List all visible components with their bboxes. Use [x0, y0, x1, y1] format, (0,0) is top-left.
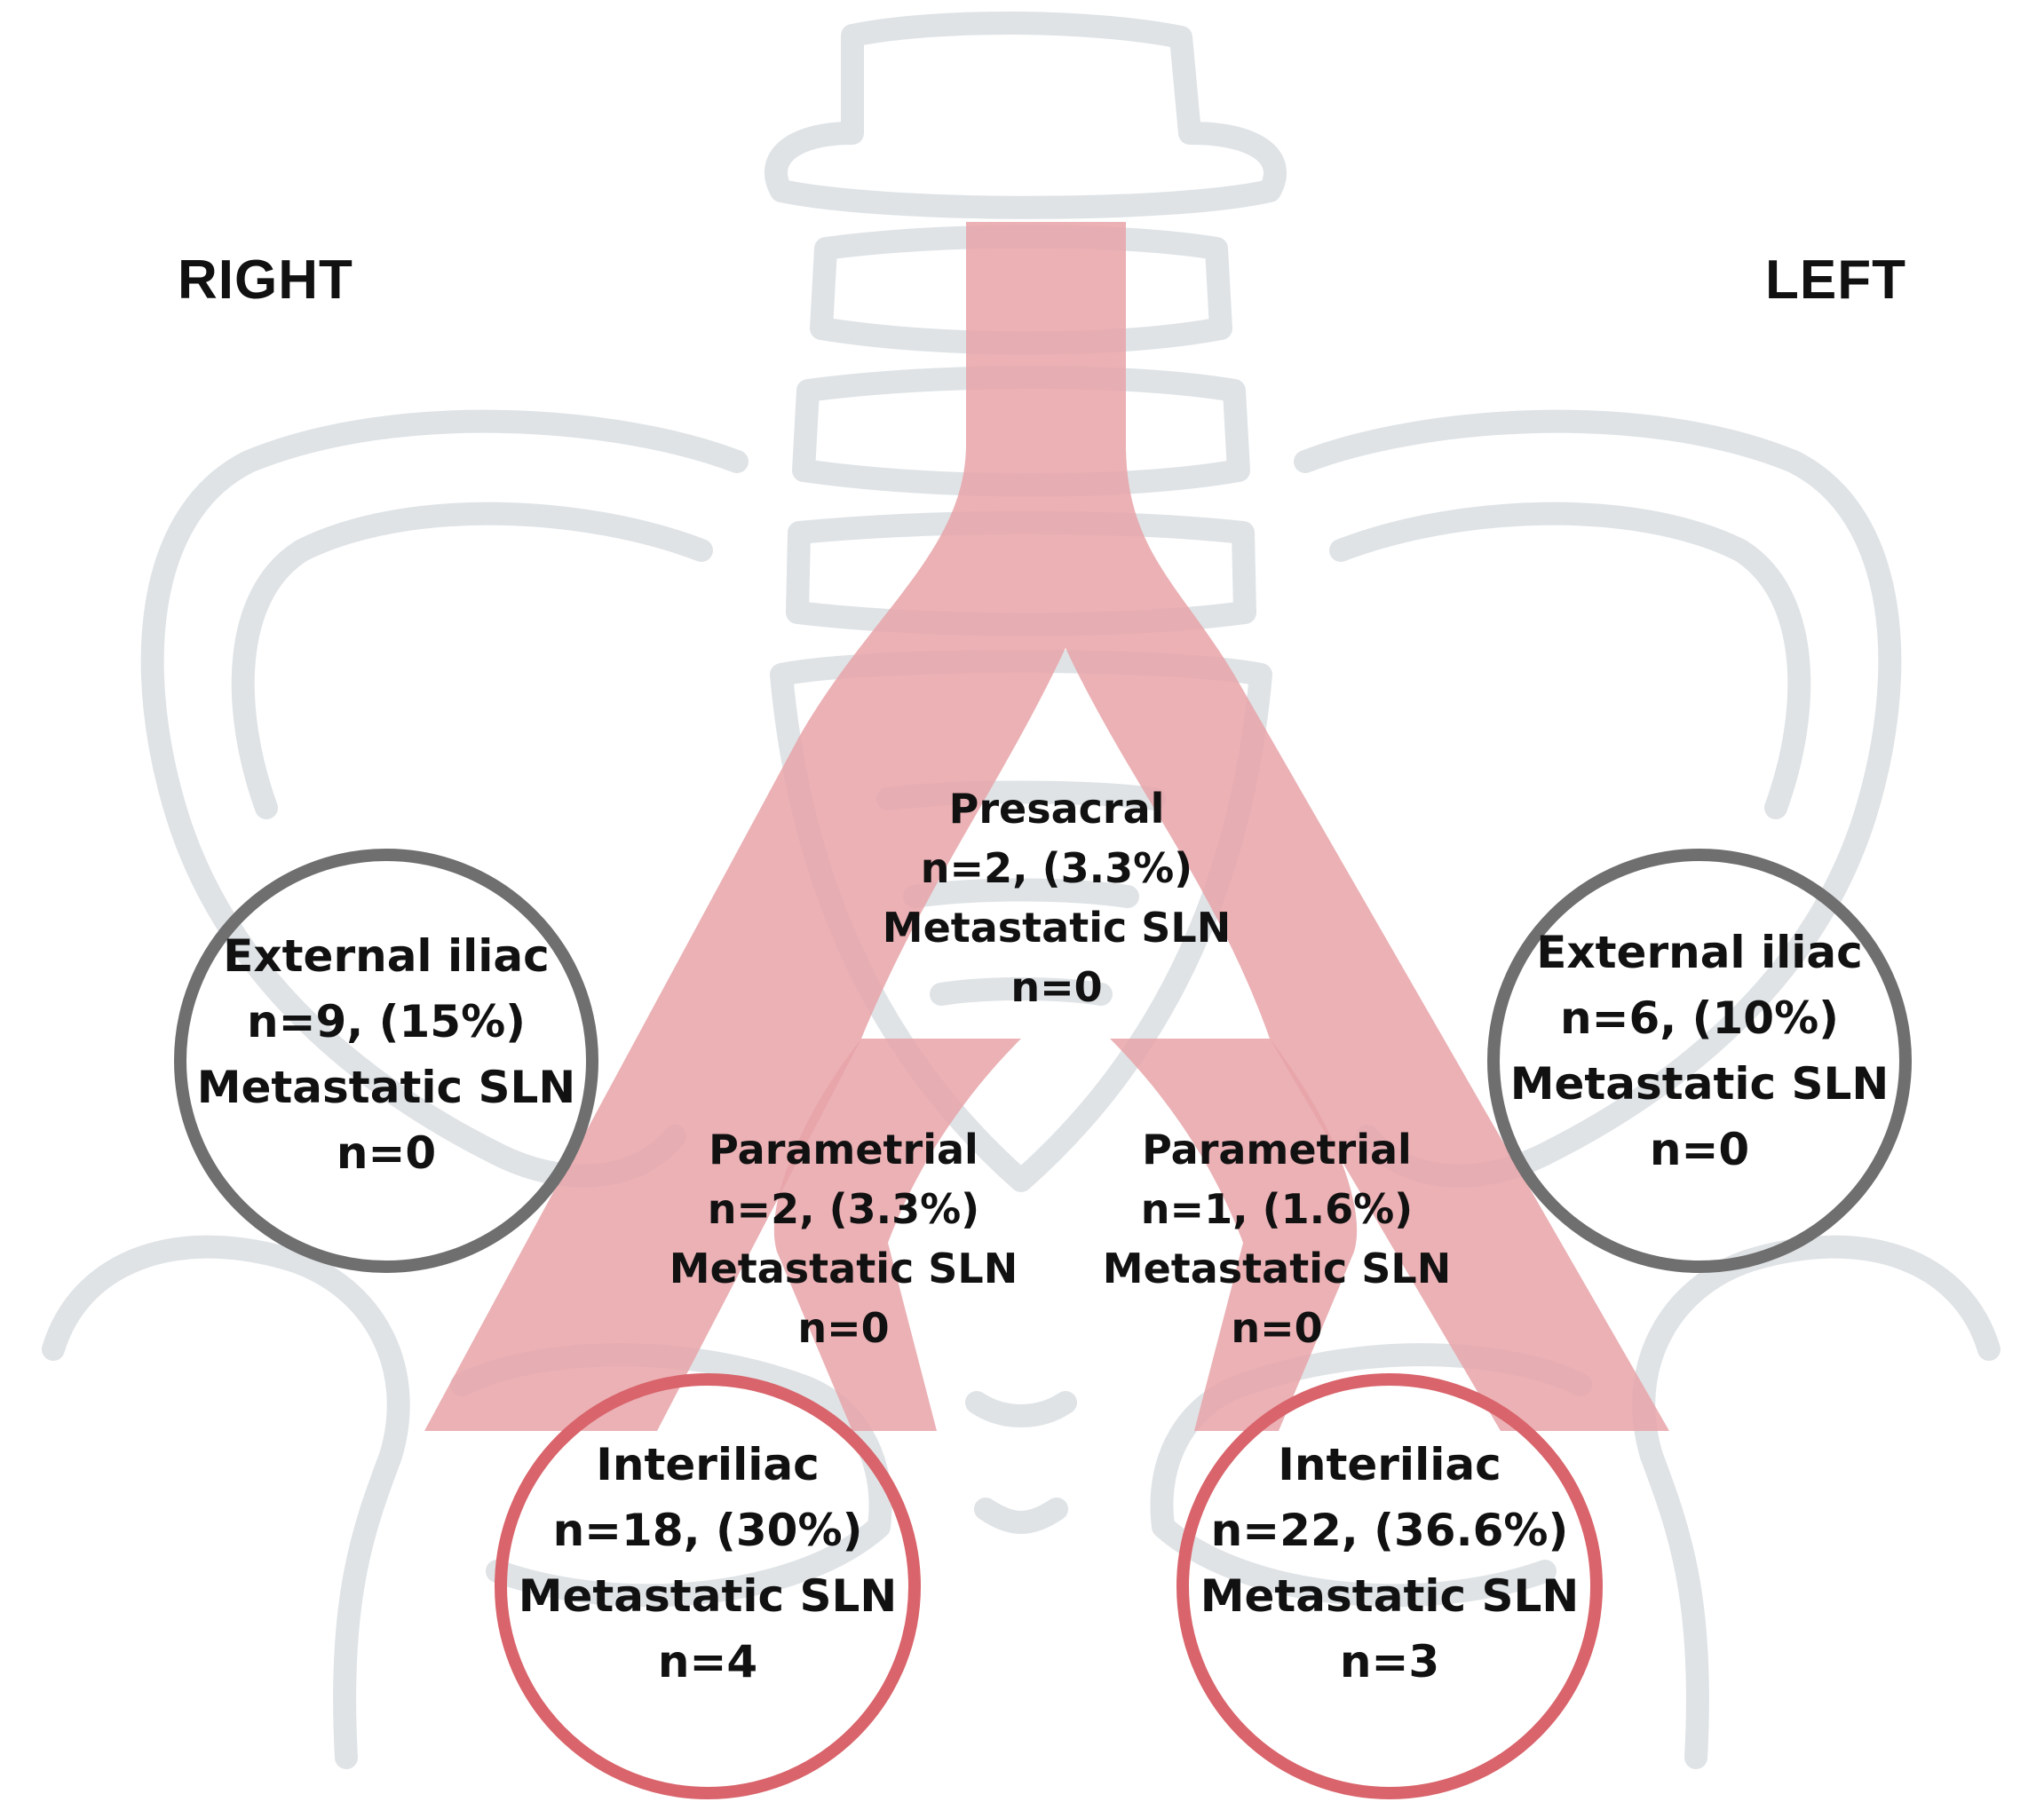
left-pubis: [1150, 1343, 1592, 1608]
right-parametrial-node: Parametrial n=2, (3.3%) Metastatic SLN n…: [666, 1120, 1021, 1358]
right-side-label: RIGHT: [178, 249, 353, 311]
node-met-label: Metastatic SLN: [669, 1245, 1018, 1292]
node-met-label: Metastatic SLN: [1509, 1058, 1890, 1110]
node-name: Parametrial: [709, 1126, 978, 1174]
left-ilium: [1294, 409, 1902, 1188]
node-met-count: n=0: [336, 1127, 437, 1179]
node-count: n=22, (36.6%): [1210, 1505, 1569, 1556]
node-met-label: Metastatic SLN: [882, 904, 1232, 952]
left-external-iliac-ring: [1487, 849, 1912, 1273]
left-interiliac-ring: [1176, 1373, 1603, 1799]
right-ilium: [140, 409, 749, 1188]
node-met-count: n=0: [1231, 1304, 1323, 1352]
node-met-label: Metastatic SLN: [1200, 1570, 1580, 1622]
node-met-label: Metastatic SLN: [518, 1570, 898, 1622]
node-name: Parametrial: [1142, 1126, 1412, 1174]
right-internal-branch: [773, 1039, 1021, 1431]
left-interiliac-node: Interiliac n=22, (36.6%) Metastatic SLN …: [1168, 1432, 1612, 1695]
presacral-node: Presacral n=2, (3.3%) Metastatic SLN n=0: [879, 779, 1234, 1017]
right-femur: [42, 1235, 410, 1769]
right-interiliac-ring: [495, 1373, 921, 1799]
pubic-symphysis: [965, 1391, 1077, 1534]
right-ilium-inner: [231, 502, 713, 819]
right-interiliac-node: Interiliac n=18, (30%) Metastatic SLN n=…: [486, 1432, 930, 1695]
node-count: n=18, (30%): [552, 1505, 863, 1556]
node-name: Presacral: [948, 785, 1165, 833]
left-femur: [1632, 1235, 2000, 1769]
node-count: n=6, (10%): [1559, 992, 1840, 1044]
left-ilium-inner: [1329, 502, 1811, 819]
node-name: External iliac: [1536, 927, 1863, 978]
vertebra-3: [792, 366, 1250, 497]
vertebra-2: [810, 225, 1232, 355]
left-external-iliac-node: External iliac n=6, (10%) Metastatic SLN…: [1478, 920, 1921, 1182]
right-external-iliac-ring: [174, 849, 598, 1273]
node-met-count: n=3: [1339, 1636, 1440, 1687]
aorta-and-common-iliacs: [424, 222, 1669, 1431]
node-name: External iliac: [223, 930, 550, 982]
node-met-count: n=0: [797, 1304, 890, 1352]
left-side-label: LEFT: [1765, 249, 1906, 311]
node-count: n=1, (1.6%): [1140, 1185, 1414, 1233]
right-external-iliac-node: External iliac n=9, (15%) Metastatic SLN…: [164, 923, 608, 1186]
vessel-tree: [424, 222, 1669, 1431]
node-count: n=2, (3.3%): [920, 844, 1193, 892]
left-internal-branch: [1110, 1039, 1358, 1431]
node-met-label: Metastatic SLN: [1102, 1245, 1452, 1292]
node-met-count: n=4: [657, 1636, 758, 1687]
node-count: n=2, (3.3%): [707, 1185, 980, 1233]
node-name: Interiliac: [1278, 1439, 1501, 1490]
node-met-label: Metastatic SLN: [196, 1062, 576, 1113]
left-parametrial-node: Parametrial n=1, (1.6%) Metastatic SLN n…: [1099, 1120, 1454, 1358]
node-count: n=9, (15%): [246, 996, 527, 1047]
node-met-count: n=0: [1010, 963, 1103, 1011]
vertebra-top: [765, 12, 1287, 219]
node-name: Interiliac: [596, 1439, 820, 1490]
node-met-count: n=0: [1649, 1124, 1750, 1175]
